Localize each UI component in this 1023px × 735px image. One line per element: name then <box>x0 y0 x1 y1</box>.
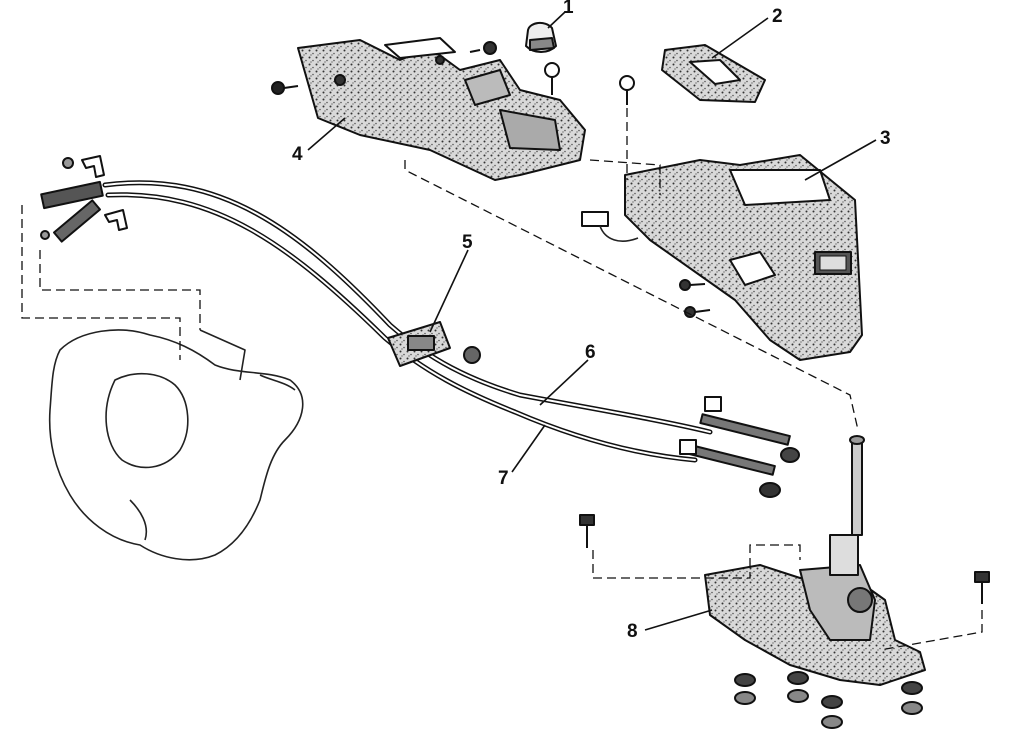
callout-labels: 1 2 3 4 5 6 7 8 <box>292 0 891 642</box>
lower-dashed-guides <box>592 544 983 651</box>
console-front-part <box>297 37 586 181</box>
bushing-icon <box>734 673 756 705</box>
shift-bezel-part <box>661 44 766 103</box>
callout-8: 8 <box>627 621 638 642</box>
cable-end-fittings-left <box>40 155 128 243</box>
bushing-icon <box>787 671 809 703</box>
shift-knob-part <box>525 22 557 53</box>
bushing-icon <box>901 681 923 715</box>
bushing-icon <box>821 695 843 729</box>
leader-lines <box>307 11 877 631</box>
screw-icon <box>679 279 706 291</box>
upper-dashed-guides <box>404 108 859 431</box>
bolt-icon <box>974 571 990 604</box>
screw-icon <box>619 75 635 105</box>
screw-icon <box>684 306 711 318</box>
bolt-icon <box>579 514 595 548</box>
callout-7: 7 <box>498 468 509 489</box>
callout-4: 4 <box>292 144 303 165</box>
screw-icon <box>469 41 497 55</box>
cable-bracket <box>387 321 481 367</box>
shift-lever-assembly <box>704 435 926 686</box>
callout-6: 6 <box>585 342 596 363</box>
screws-upper <box>271 41 635 105</box>
callout-3: 3 <box>880 128 891 149</box>
callout-1: 1 <box>563 0 574 18</box>
mount-hardware <box>579 514 990 729</box>
screw-icon <box>271 81 299 95</box>
callout-5: 5 <box>462 232 473 253</box>
transaxle-outline <box>48 329 304 561</box>
callout-2: 2 <box>772 6 783 27</box>
console-rear-part <box>581 154 863 361</box>
screw-icon <box>544 62 560 95</box>
